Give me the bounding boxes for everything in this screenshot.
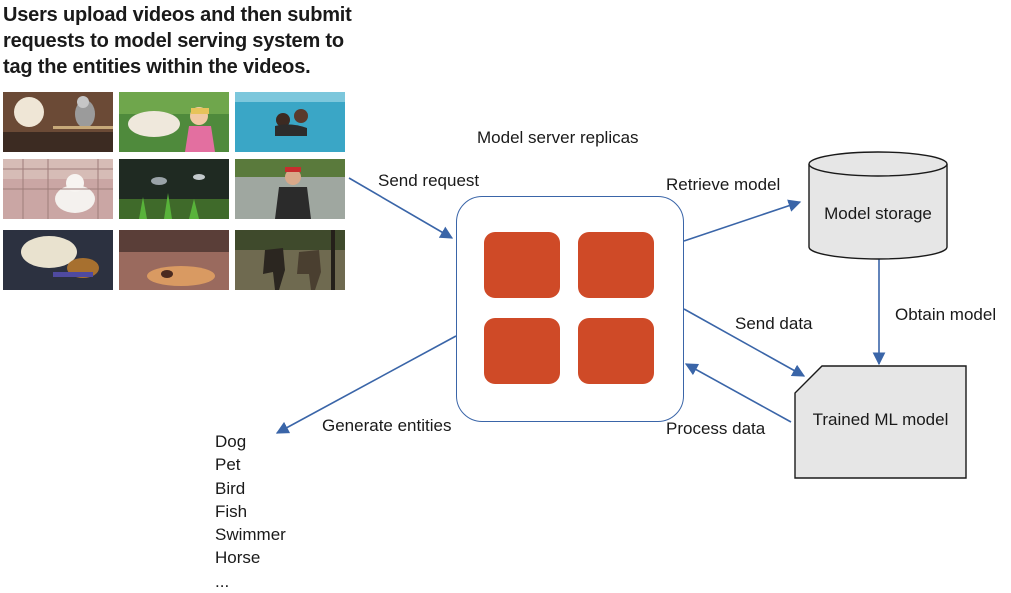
model-storage-cylinder	[808, 151, 948, 260]
server-replicas-label: Model server replicas	[477, 128, 639, 147]
server-replica	[484, 232, 560, 298]
trained-model-shape	[794, 365, 967, 479]
send-data-label: Send data	[735, 314, 813, 333]
fish-tank-thumbnail	[119, 230, 229, 290]
obtain-model-label: Obtain model	[895, 305, 997, 324]
retrieve-model-label: Retrieve model	[666, 175, 781, 194]
server-replica	[484, 318, 560, 384]
man-in-cap-thumbnail	[235, 159, 345, 219]
send-request-arrow	[348, 177, 454, 239]
list-item: ...	[215, 571, 230, 591]
list-item: Dog	[215, 432, 247, 451]
process-data-label: Process data	[666, 419, 766, 438]
aquarium-thumbnail	[119, 159, 229, 219]
list-item: Swimmer	[215, 525, 286, 545]
list-item: Bird	[215, 478, 246, 498]
send-data-arrow	[683, 308, 806, 377]
list-item: Horse	[215, 548, 261, 568]
list-item: Fish	[215, 501, 248, 521]
heading-line-2: requests to model serving system to	[3, 30, 344, 52]
server-replica	[578, 232, 654, 298]
generate-entities-arrow	[275, 335, 457, 434]
entity-list: Dog Pet Bird Fish Swimmer Horse ...	[215, 430, 286, 593]
dog-and-child-thumbnail	[119, 92, 229, 152]
list-item: Pet	[215, 455, 241, 475]
server-replica	[578, 318, 654, 384]
diagram-heading: Users upload videos and then submit requ…	[3, 2, 373, 80]
horses-thumbnail	[235, 230, 345, 290]
parrot-thumbnail	[3, 92, 113, 152]
dog-on-couch-thumbnail	[3, 230, 113, 290]
generate-entities-label: Generate entities	[322, 416, 452, 435]
heading-line-3: tag the entities within the videos.	[3, 56, 311, 78]
process-data-arrow	[684, 363, 792, 423]
retrieve-model-arrow	[683, 199, 802, 242]
swimmers-thumbnail	[235, 92, 345, 152]
send-request-label: Send request	[378, 171, 480, 190]
model-server-container	[456, 196, 684, 422]
cat-in-cage-thumbnail	[3, 159, 113, 219]
model-storage-label: Model storage	[824, 204, 932, 223]
trained-ml-model-label: Trained ML model	[812, 410, 949, 429]
heading-line-1: Users upload videos and then submit	[3, 4, 352, 26]
